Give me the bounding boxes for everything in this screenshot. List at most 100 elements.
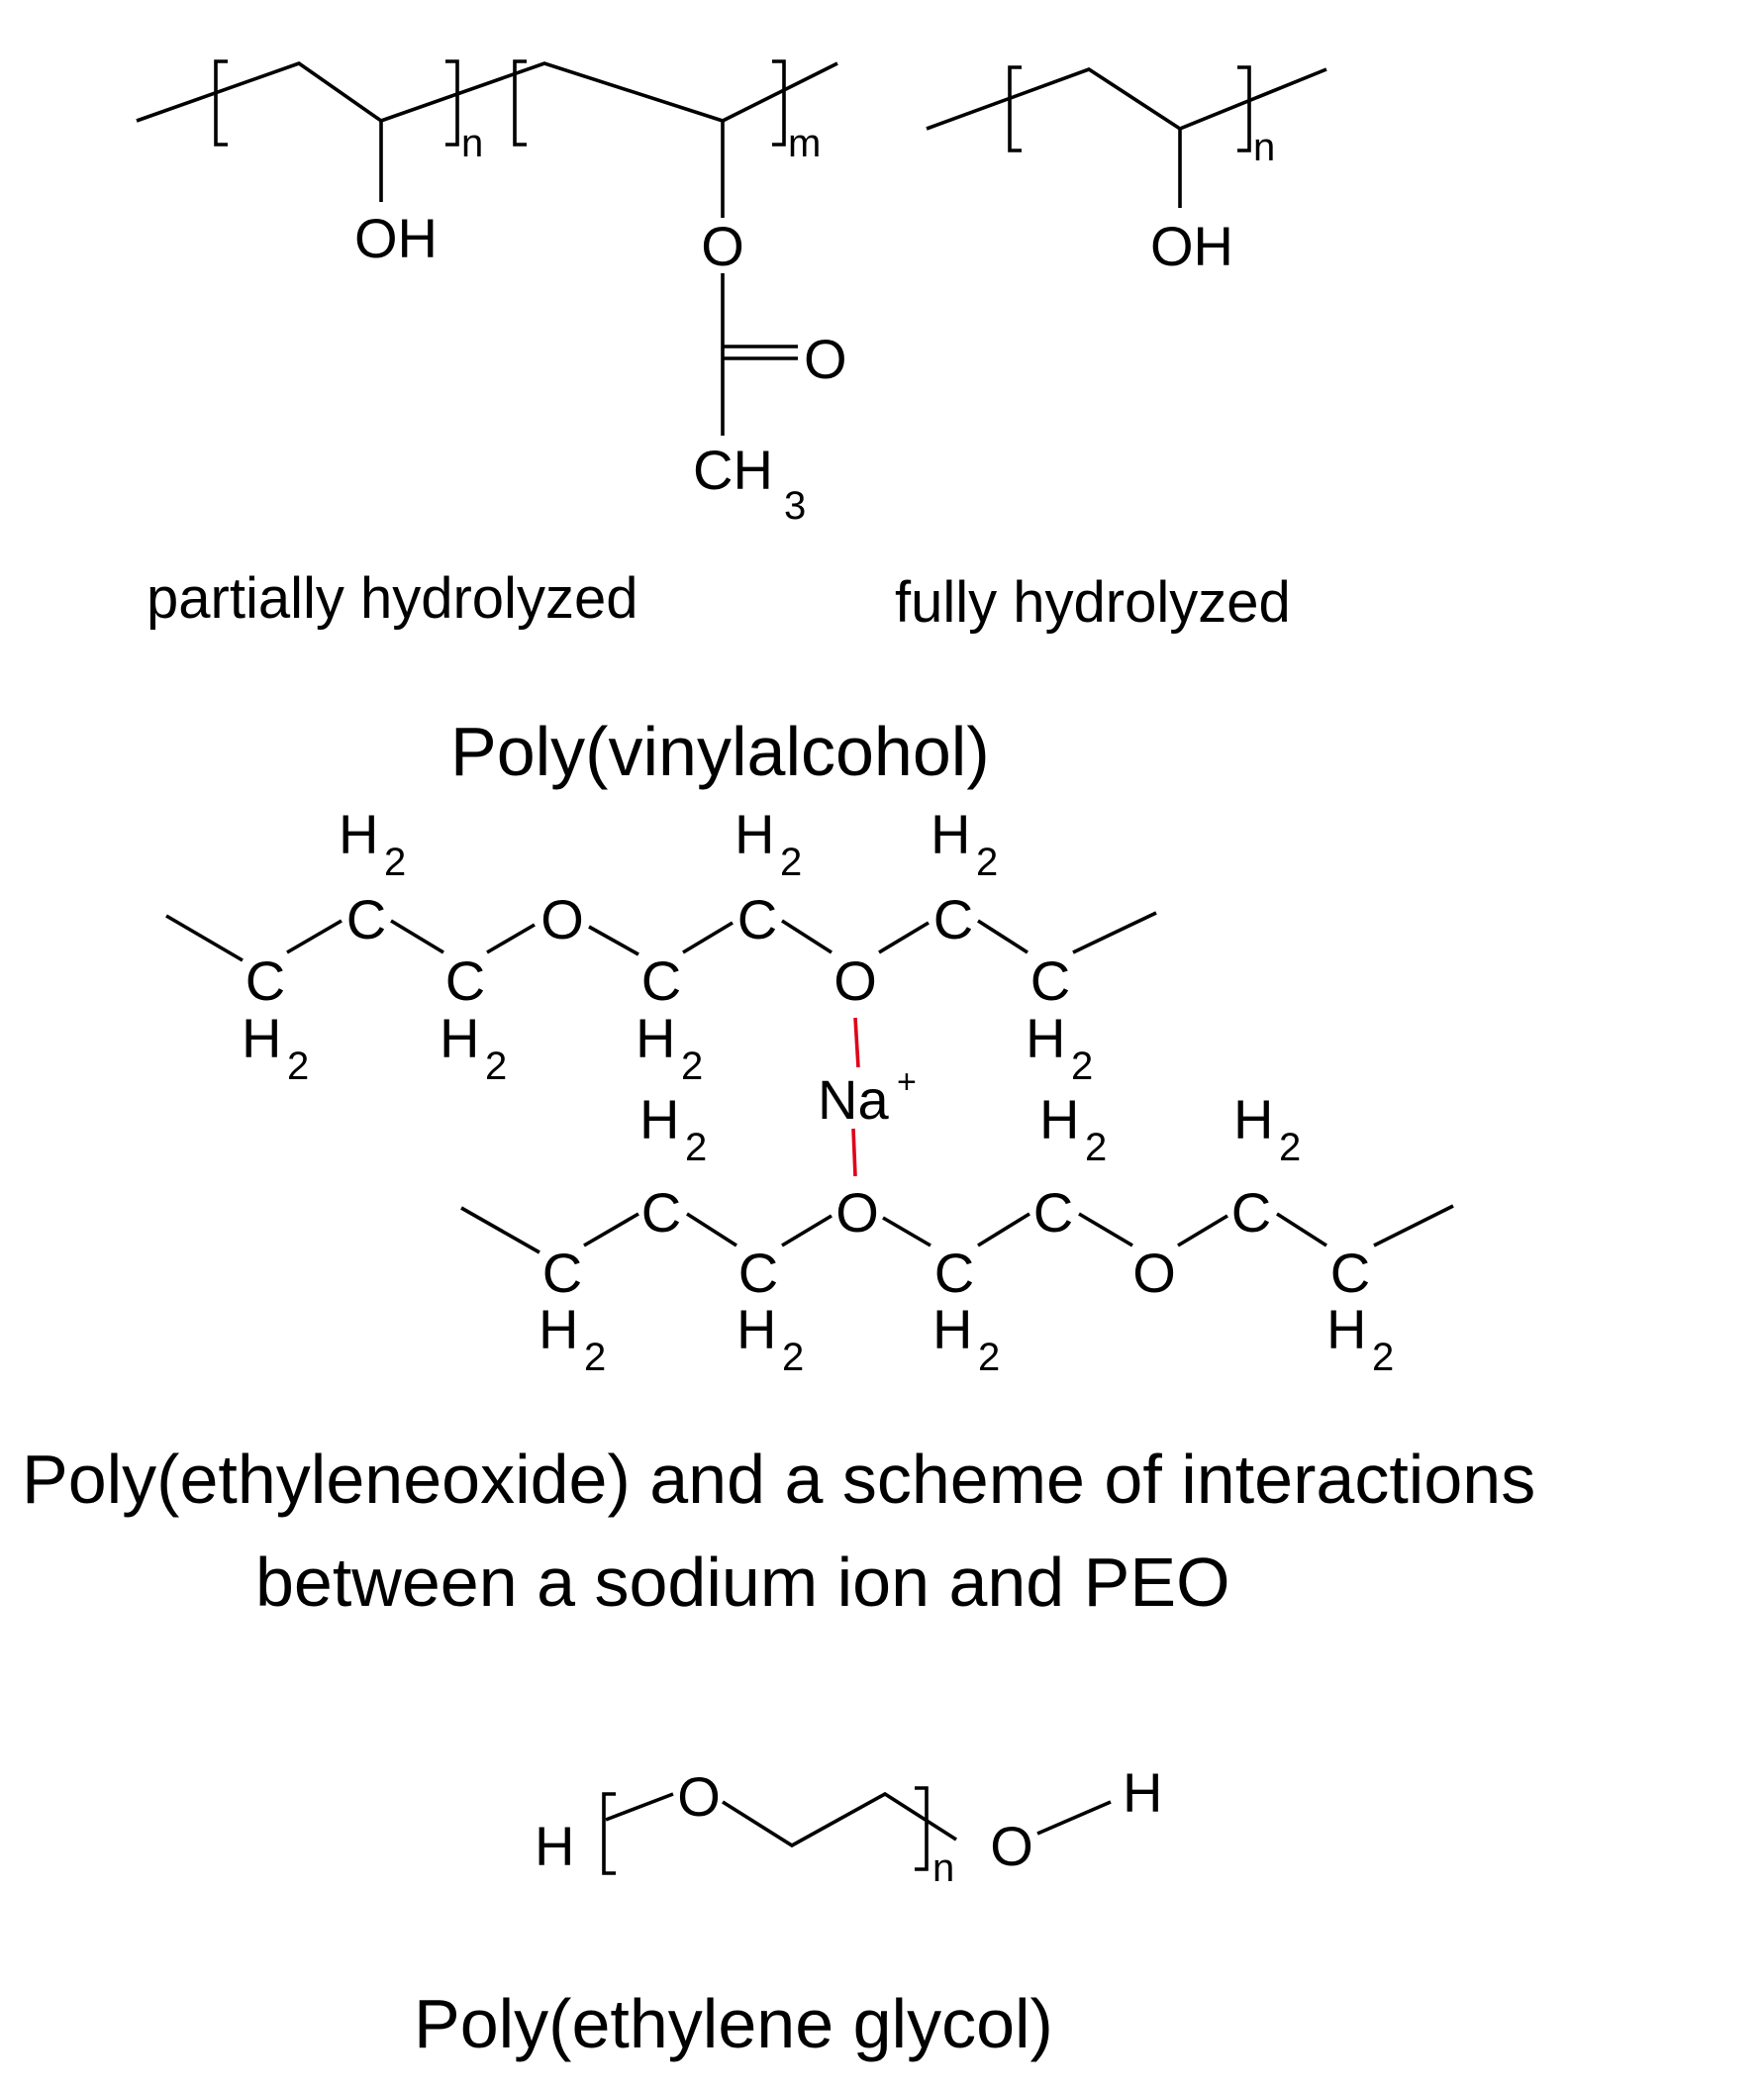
- peo-upper-h2-c2: 2: [384, 841, 406, 884]
- peo-upper-bond-9: [977, 919, 1029, 954]
- peo-lower-c4: C: [934, 1242, 974, 1304]
- peg-n-subscript: n: [932, 1846, 954, 1890]
- peo-upper-c7: C: [1030, 949, 1070, 1012]
- peg-bracket-right: [915, 1786, 929, 1871]
- peg-h-o-bond: [605, 1792, 674, 1822]
- pva-partial-backbone: [136, 60, 838, 124]
- peo-lower-h-c6: H: [1233, 1088, 1273, 1150]
- peo-upper-c3: C: [445, 949, 485, 1012]
- title-poly-vinylalcohol: Poly(vinylalcohol): [450, 713, 990, 790]
- peo-upper-h-c2: H: [339, 803, 378, 865]
- peo-upper-bond-6: [682, 921, 734, 954]
- peo-upper-bond-5: [588, 925, 639, 956]
- peo-lower-c3: C: [738, 1242, 778, 1304]
- peo-upper-bond-2: [286, 919, 343, 954]
- peo-lower-c6: C: [1231, 1181, 1271, 1244]
- peo-upper-c4: C: [641, 949, 681, 1012]
- peo-lower-c7: C: [1330, 1242, 1370, 1304]
- peo-upper-h-c4: H: [636, 1007, 675, 1069]
- peo-upper-o1: O: [540, 888, 584, 950]
- peo-upper-bond-8: [878, 921, 930, 954]
- peo-upper-bond-1: [165, 914, 244, 962]
- na-o-interaction-line-upper: [853, 1017, 860, 1068]
- peo-upper-bond-7: [781, 919, 833, 954]
- peo-chain-lower: C H 2 C H 2 C H 2 O C H 2 C H 2 O C H 2 …: [460, 1088, 1454, 1379]
- peo-lower-c2: C: [641, 1181, 681, 1244]
- peo-lower-h-c1: H: [539, 1298, 578, 1360]
- title-poly-ethyleneoxide-line2: between a sodium ion and PEO: [255, 1544, 1230, 1621]
- peo-upper-c2: C: [346, 888, 386, 950]
- sodium-ion-interaction: Na +: [818, 1017, 917, 1177]
- peo-upper-o2: O: [833, 949, 877, 1012]
- peo-lower-bond-7: [1078, 1212, 1133, 1247]
- pva-partially-hydrolyzed-structure: OH n m O O CH 3: [136, 59, 847, 528]
- peo-lower-h2-c4: 2: [978, 1336, 1000, 1379]
- peo-upper-c6: C: [933, 888, 973, 950]
- peo-upper-h2-c3: 2: [485, 1045, 507, 1088]
- peo-upper-c1: C: [245, 949, 285, 1012]
- na-o-interaction-line-lower: [851, 1128, 857, 1177]
- peo-upper-bond-4: [486, 923, 536, 954]
- caption-partially-hydrolyzed: partially hydrolyzed: [147, 566, 637, 631]
- pva-partial-m-subscript: m: [788, 122, 821, 165]
- peo-lower-h2-c7: 2: [1372, 1336, 1394, 1379]
- peo-upper-h2-c5: 2: [780, 841, 802, 884]
- peo-lower-h-c7: H: [1326, 1298, 1366, 1360]
- pva-full-n-subscript: n: [1253, 126, 1275, 169]
- pva-partial-bracket-m-left: [513, 59, 527, 147]
- pva-partial-ester-o-label: O: [701, 215, 744, 277]
- pva-partial-bracket-n-left: [214, 59, 228, 147]
- peo-upper-h2-c7: 2: [1071, 1045, 1093, 1088]
- peo-upper-c5: C: [737, 888, 777, 950]
- peo-lower-bond-4: [781, 1214, 833, 1247]
- pva-fully-hydrolyzed-structure: OH n: [926, 65, 1327, 277]
- peg-bracket-left: [602, 1792, 616, 1875]
- peo-lower-h2-c6: 2: [1279, 1126, 1301, 1169]
- peo-lower-h2-c1: 2: [584, 1336, 606, 1379]
- peo-lower-c5: C: [1033, 1181, 1073, 1244]
- caption-fully-hydrolyzed: fully hydrolyzed: [895, 570, 1291, 635]
- peo-upper-h2-c1: 2: [287, 1045, 309, 1088]
- peg-o-h-bond: [1036, 1800, 1112, 1836]
- peo-lower-bond-10: [1373, 1204, 1454, 1247]
- peo-lower-h2-c5: 2: [1085, 1126, 1107, 1169]
- pva-full-oh-label: OH: [1150, 215, 1233, 277]
- peo-lower-o2: O: [1132, 1242, 1176, 1304]
- pva-full-backbone: [926, 66, 1327, 132]
- peo-upper-bond-3: [390, 919, 444, 954]
- peo-upper-h-c1: H: [242, 1007, 281, 1069]
- title-poly-ethylene-glycol: Poly(ethylene glycol): [414, 1985, 1053, 2062]
- peg-h-left: H: [535, 1815, 574, 1877]
- peo-upper-h2-c4: 2: [681, 1045, 703, 1088]
- pva-partial-ch-label: CH: [693, 439, 773, 501]
- peo-upper-h-c6: H: [931, 803, 970, 865]
- title-poly-ethyleneoxide-line1: Poly(ethyleneoxide) and a scheme of inte…: [22, 1441, 1535, 1518]
- peo-upper-h-c3: H: [440, 1007, 479, 1069]
- peo-upper-bond-10: [1072, 911, 1157, 954]
- peg-o-terminal: O: [990, 1815, 1033, 1877]
- pva-partial-n-subscript: n: [461, 122, 483, 165]
- pva-partial-oh-label: OH: [354, 207, 438, 269]
- peo-lower-h-c2: H: [639, 1088, 679, 1150]
- peo-lower-bond-9: [1276, 1212, 1327, 1247]
- peo-lower-bond-6: [977, 1212, 1030, 1247]
- peo-lower-o1: O: [835, 1181, 879, 1244]
- pva-partial-carbonyl-o-label: O: [804, 328, 847, 390]
- pva-full-bracket-left: [1008, 65, 1022, 152]
- peo-upper-h2-c6: 2: [976, 841, 998, 884]
- peo-chain-upper: C H 2 C H 2 C H 2 O C H 2 C H 2 O C H 2 …: [165, 803, 1157, 1088]
- sodium-ion-charge: +: [897, 1063, 917, 1101]
- pva-partial-bracket-n-right: [445, 59, 459, 147]
- pva-partial-ch3-subscript: 3: [784, 484, 806, 528]
- peo-lower-bond-1: [460, 1206, 540, 1254]
- peo-lower-h-c4: H: [932, 1298, 972, 1360]
- peo-lower-bond-2: [583, 1212, 639, 1247]
- peo-lower-bond-5: [882, 1216, 931, 1247]
- peo-lower-bond-3: [686, 1212, 737, 1247]
- peo-upper-h-c7: H: [1026, 1007, 1065, 1069]
- peg-h-right: H: [1123, 1761, 1162, 1824]
- pva-partial-bracket-m-right: [772, 59, 786, 147]
- peo-upper-h-c5: H: [735, 803, 774, 865]
- peg-chain: [722, 1791, 957, 1848]
